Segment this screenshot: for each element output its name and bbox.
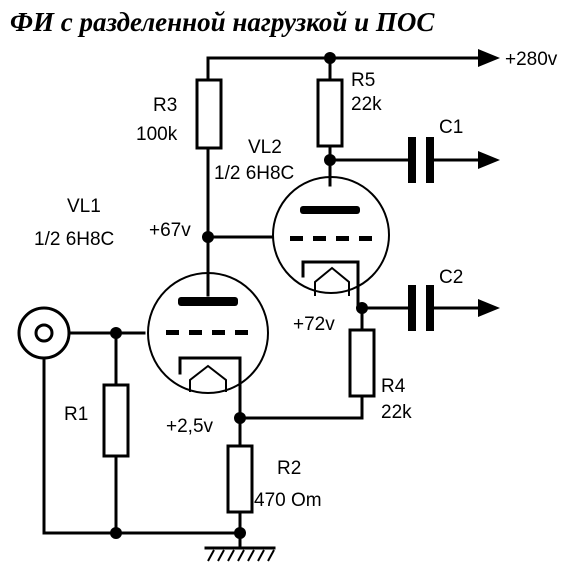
r4-value: 22k [381,402,412,423]
resistor-r2 [226,444,254,514]
c1-output-arrow [478,151,500,169]
r5-value: 22k [351,94,382,115]
capacitor-c2 [408,285,434,331]
supply-label: +280v [505,49,558,70]
vl1-type: 1/2 6H8C [34,229,114,250]
r1-name: R1 [64,404,88,425]
input-jack [17,306,71,360]
tube-vl1 [147,272,269,394]
c2-name: C2 [439,267,463,288]
vl1-name: VL1 [67,196,101,217]
junction-dots [110,52,368,539]
supply-arrow [478,49,500,67]
resistor-r1 [102,383,130,458]
r3-value: 100k [136,124,178,145]
vl1-cathode-voltage: +2,5v [166,416,214,437]
c1-name: C1 [439,117,463,138]
resistor-r3 [195,78,223,150]
vl2-cathode-voltage: +72v [293,314,335,335]
vl2-type: 1/2 6H8C [214,163,294,184]
vl1-anode-voltage: +67v [149,220,191,241]
r5-name: R5 [351,70,375,91]
vl2-name: VL2 [248,137,282,158]
capacitor-c1 [408,137,434,183]
r2-name: R2 [277,458,301,479]
c2-output-arrow [478,299,500,317]
r2-value: 470 Om [254,490,322,511]
ground-icon [204,546,276,562]
diagram-title: ФИ с разделенной нагрузкой и ПОС [10,7,435,37]
resistor-r4 [348,328,376,398]
resistor-r5 [316,78,344,148]
r4-name: R4 [381,376,406,397]
r3-name: R3 [153,95,177,116]
tube-vl2 [272,176,390,296]
